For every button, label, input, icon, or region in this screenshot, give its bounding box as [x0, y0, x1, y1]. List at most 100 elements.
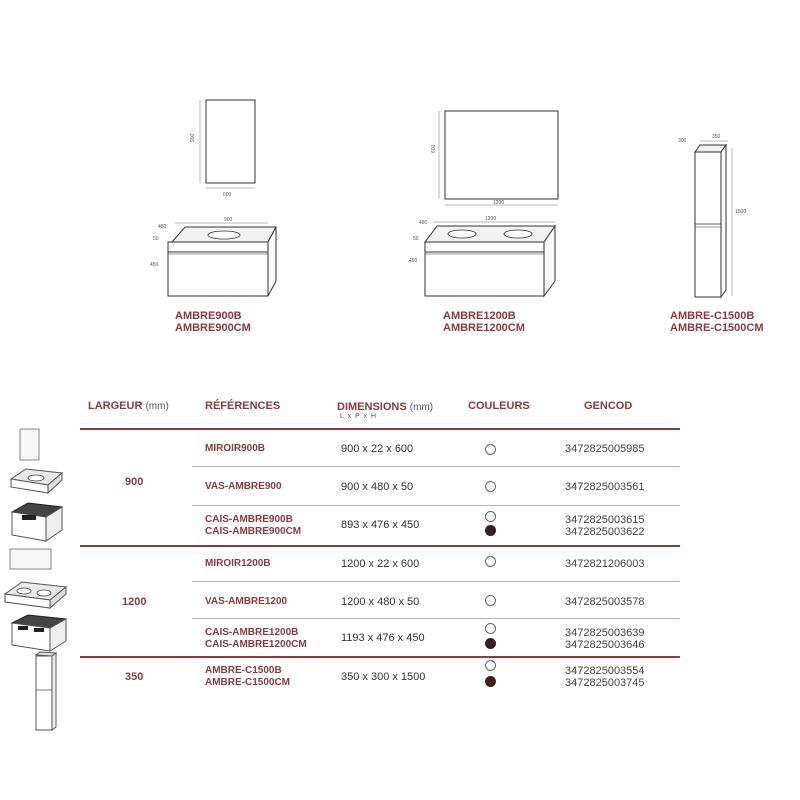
color-swatch-white: [485, 623, 496, 634]
dim-cab-h: 450: [150, 262, 159, 268]
table-row-ref: VAS-AMBRE1200: [205, 596, 287, 608]
ref-code: AMBRE-C1500CM: [205, 677, 291, 688]
group-divider: [80, 545, 680, 547]
row-divider: [192, 581, 680, 582]
header-largeur-unit: (mm): [145, 401, 169, 412]
row-divider: [192, 618, 680, 619]
dim-mirror-w: 600: [223, 192, 232, 198]
cabinet-thumbnail: [10, 614, 68, 652]
gencod-value: 3472825003615: [565, 514, 645, 526]
model-name: AMBRE1200B: [443, 310, 516, 322]
dim-mirror-h: 900: [190, 133, 196, 142]
table-row-gencod: 3472825003561: [565, 481, 645, 493]
basin-thumbnail: [3, 581, 68, 610]
model-name: AMBRE900CM: [175, 322, 251, 334]
ref-code: MIROIR1200B: [205, 558, 271, 569]
table-row-gencod: 3472825003554 3472825003745: [565, 665, 645, 689]
table-row-dims: 900 x 480 x 50: [341, 481, 414, 493]
ref-code: CAIS-AMBRE900B: [205, 514, 293, 525]
table-row-dims: 1200 x 480 x 50: [341, 596, 420, 608]
column-thumbnail: [34, 651, 58, 731]
dim-cab-h: 450: [409, 258, 418, 264]
header-gencod: GENCOD: [584, 400, 633, 412]
header-largeur: LARGEUR (mm): [88, 400, 169, 412]
mirror-thumbnail: [19, 428, 40, 461]
gencod-value: 3472825003578: [565, 596, 645, 608]
mirror-thumbnail: [9, 548, 52, 570]
table-row-gencod: 3472825003639 3472825003646: [565, 627, 645, 651]
header-dimensions: DIMENSIONS (mm): [337, 401, 433, 413]
dim-depth: 300: [678, 138, 687, 144]
dim-width: 350: [712, 134, 721, 140]
color-swatch-white: [485, 481, 496, 492]
dim-cab-w: 1200: [485, 216, 496, 222]
color-swatch-white: [485, 511, 496, 522]
color-swatch-white: [485, 556, 496, 567]
color-swatch-dark: [485, 525, 496, 536]
dim-top-h: 50: [153, 236, 159, 242]
header-references: RÉFÉRENCES: [205, 400, 281, 412]
header-dimensions-sub: L x P x H: [340, 413, 378, 420]
color-swatch-white: [485, 660, 496, 671]
gencod-value: 3472825003646: [565, 639, 645, 651]
dim-top-h: 50: [413, 236, 419, 242]
header-dimensions-unit: (mm): [409, 402, 434, 413]
group-width-1200: 1200: [122, 596, 147, 608]
group-divider: [80, 656, 680, 658]
table-divider: [80, 428, 680, 430]
table-row-gencod: 3472821206003: [565, 558, 645, 570]
color-swatch-dark: [485, 638, 496, 649]
row-divider: [192, 505, 680, 506]
basin-thumbnail: [9, 468, 64, 495]
model-label-ambre900: AMBRE900B AMBRE900CM: [175, 310, 251, 334]
mirror-outline: [205, 99, 256, 184]
ref-code: VAS-AMBRE900: [205, 481, 282, 492]
table-row-dims: 1193 x 476 x 450: [341, 632, 425, 644]
drawing-ambre1200: 600 1200 1200 480 50 450: [405, 105, 565, 305]
model-name: AMBRE900B: [175, 310, 242, 322]
gencod-value: 3472825003554: [565, 665, 645, 677]
color-swatch-dark: [485, 676, 496, 687]
dim-mirror-h: 600: [431, 144, 437, 153]
table-row-gencod: 3472825003578: [565, 596, 645, 608]
table-row-dims: 900 x 22 x 600: [341, 443, 414, 455]
header-couleurs: COULEURS: [468, 400, 530, 412]
header-dimensions-label: DIMENSIONS: [337, 401, 407, 413]
mirror-outline: [444, 110, 559, 200]
ref-code: MIROIR900B: [205, 443, 266, 454]
ref-code: CAIS-AMBRE900CM: [205, 526, 302, 537]
model-label-ambrec1500: AMBRE-C1500B AMBRE-C1500CM: [670, 310, 764, 334]
drawing-ambre900: 900 600 900 480 50 450: [150, 90, 280, 305]
cabinet-thumbnail: [10, 502, 64, 542]
table-row-ref: CAIS-AMBRE1200B CAIS-AMBRE1200CM: [205, 627, 307, 651]
group-width-900: 900: [125, 476, 144, 488]
color-swatch-white: [485, 444, 496, 455]
row-divider: [192, 466, 680, 467]
drawing-ambrec1500: 300 350 1500: [668, 128, 758, 303]
dim-cab-d: 480: [419, 220, 428, 226]
table-row-ref: MIROIR1200B: [205, 558, 271, 570]
ref-code: CAIS-AMBRE1200CM: [205, 639, 307, 650]
gencod-value: 3472825003745: [565, 677, 645, 689]
gencod-value: 3472825003639: [565, 627, 645, 639]
dim-height: 1500: [735, 209, 746, 215]
dim-cab-d: 480: [158, 224, 167, 230]
ref-code: AMBRE-C1500B: [205, 665, 282, 676]
ref-code: VAS-AMBRE1200: [205, 596, 288, 607]
table-row-dims: 893 x 476 x 450: [341, 519, 420, 531]
ref-code: CAIS-AMBRE1200B: [205, 627, 299, 638]
gencod-value: 3472825003561: [565, 481, 645, 493]
gencod-value: 3472821206003: [565, 558, 645, 570]
model-name: AMBRE-C1500B: [670, 310, 755, 322]
header-largeur-label: LARGEUR: [88, 400, 143, 412]
table-row-ref: AMBRE-C1500B AMBRE-C1500CM: [205, 665, 290, 689]
color-swatch-white: [485, 595, 496, 606]
table-row-ref: VAS-AMBRE900: [205, 481, 282, 493]
gencod-value: 3472825005985: [565, 443, 645, 455]
gencod-value: 3472825003622: [565, 526, 645, 538]
table-row-dims: 350 x 300 x 1500: [341, 671, 426, 683]
table-row-ref: MIROIR900B: [205, 443, 265, 455]
model-name: AMBRE1200CM: [443, 322, 525, 334]
model-label-ambre1200: AMBRE1200B AMBRE1200CM: [443, 310, 525, 334]
table-row-dims: 1200 x 22 x 600: [341, 558, 420, 570]
